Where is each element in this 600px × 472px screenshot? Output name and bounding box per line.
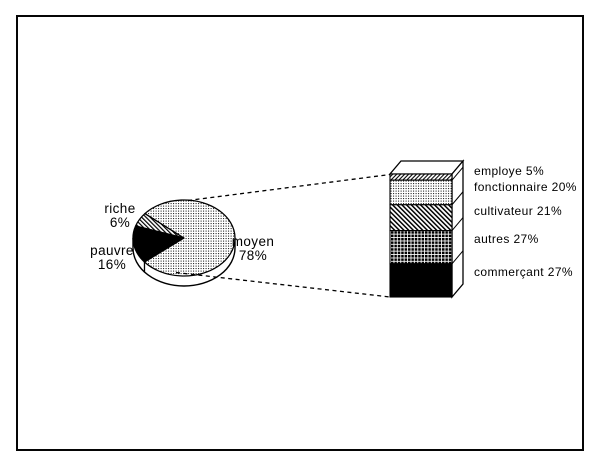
bar-segment-employe	[389, 173, 453, 181]
bar-segment-cultivateur	[389, 204, 453, 232]
bar-label-fonctionnaire: fonctionnaire 20%	[474, 180, 577, 194]
cone-line-top	[187, 173, 391, 202]
bar-segment-fonctionnaire	[389, 179, 453, 206]
bar-side-divider	[451, 166, 464, 181]
pie-label-riche: riche 6%	[98, 202, 142, 230]
pie-label-moyen-pct: 78%	[238, 248, 268, 263]
bar-side-divider	[451, 217, 464, 231]
pie-slice-moyen	[143, 199, 236, 277]
bar-label-employe: employe 5%	[474, 164, 545, 178]
pie-slice-pauvre	[132, 225, 185, 263]
bar-segment-commercant	[389, 263, 453, 298]
pie-label-moyen-name: moyen	[231, 234, 275, 249]
bar-label-autres: autres 27%	[474, 232, 539, 246]
pie-label-riche-name: riche	[104, 201, 136, 216]
pie-label-pauvre-pct: 16%	[97, 257, 127, 272]
bar-segment-autres	[389, 230, 453, 265]
pie-label-moyen: moyen 78%	[223, 235, 283, 263]
bar-label-commercant: commerçant 27%	[474, 265, 573, 279]
pie-label-riche-pct: 6%	[109, 215, 131, 230]
bar-side-divider	[451, 191, 464, 206]
bar-top-face	[388, 160, 465, 175]
bar-label-cultivateur: cultivateur 21%	[474, 204, 563, 218]
cone-line-bottom	[175, 271, 391, 298]
bar-side-divider	[451, 250, 464, 265]
pie-label-pauvre-name: pauvre	[90, 243, 134, 258]
pie-label-pauvre: pauvre 16%	[82, 244, 142, 272]
figure-frame	[16, 15, 584, 451]
